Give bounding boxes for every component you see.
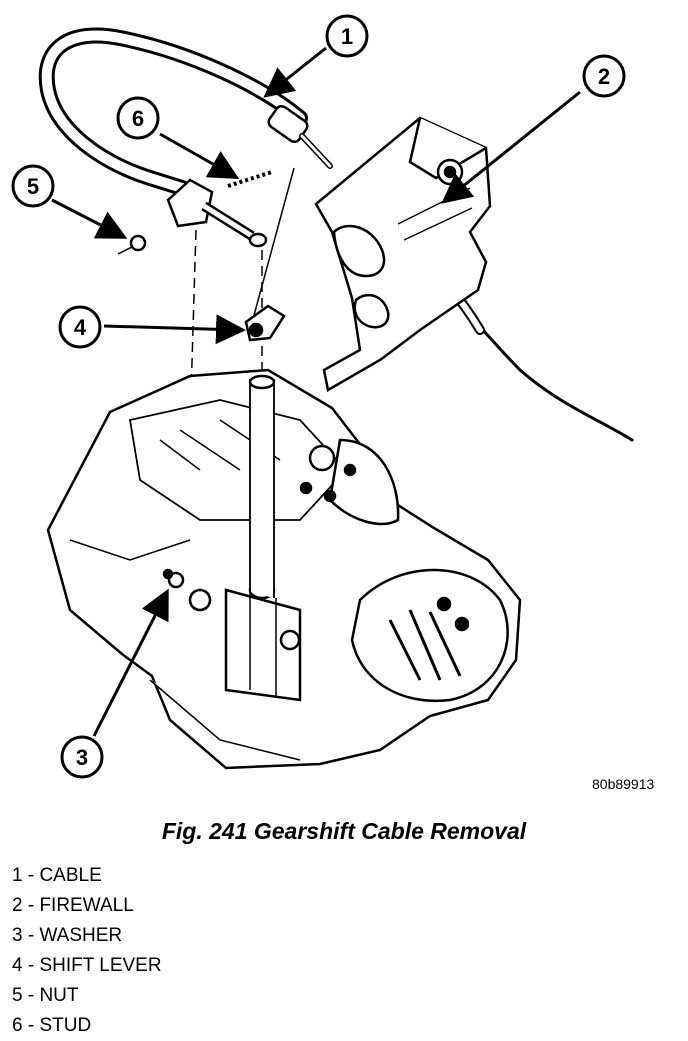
callout-1: 1 bbox=[325, 14, 369, 58]
transaxle-drawing bbox=[46, 368, 522, 770]
stud-and-bracket-drawing bbox=[117, 167, 295, 561]
svg-text:3: 3 bbox=[76, 745, 88, 770]
legend-item-firewall: 2 - FIREWALL bbox=[12, 895, 134, 916]
svg-text:6: 6 bbox=[132, 106, 144, 131]
svg-text:1: 1 bbox=[341, 24, 353, 49]
callout-5: 5 bbox=[11, 164, 55, 208]
shift-lever-drawing bbox=[244, 304, 286, 342]
svg-text:2: 2 bbox=[598, 64, 610, 89]
leader-arrows bbox=[51, 46, 581, 737]
callout-2: 2 bbox=[582, 54, 626, 98]
figure-code: 80b89913 bbox=[592, 776, 655, 792]
legend-item-stud: 6 - STUD bbox=[12, 1015, 92, 1036]
figure-title: Fig. 241 Gearshift Cable Removal bbox=[161, 818, 527, 844]
legend-item-washer: 3 - WASHER bbox=[12, 925, 123, 946]
legend-item-shift-lever: 4 - SHIFT LEVER bbox=[12, 955, 162, 976]
callout-6: 6 bbox=[116, 96, 160, 140]
gearshift-cable-diagram: 1 2 3 4 5 6 bbox=[11, 14, 634, 779]
callout-4: 4 bbox=[58, 305, 102, 349]
svg-text:4: 4 bbox=[74, 315, 87, 340]
legend-item-cable: 1 - CABLE bbox=[12, 865, 102, 886]
svg-text:5: 5 bbox=[27, 174, 39, 199]
legend-item-nut: 5 - NUT bbox=[12, 985, 79, 1006]
firewall-drawing bbox=[314, 116, 492, 392]
callout-3: 3 bbox=[60, 735, 104, 779]
legend-list: 1 - CABLE 2 - FIREWALL 3 - WASHER 4 - SH… bbox=[12, 861, 162, 1041]
